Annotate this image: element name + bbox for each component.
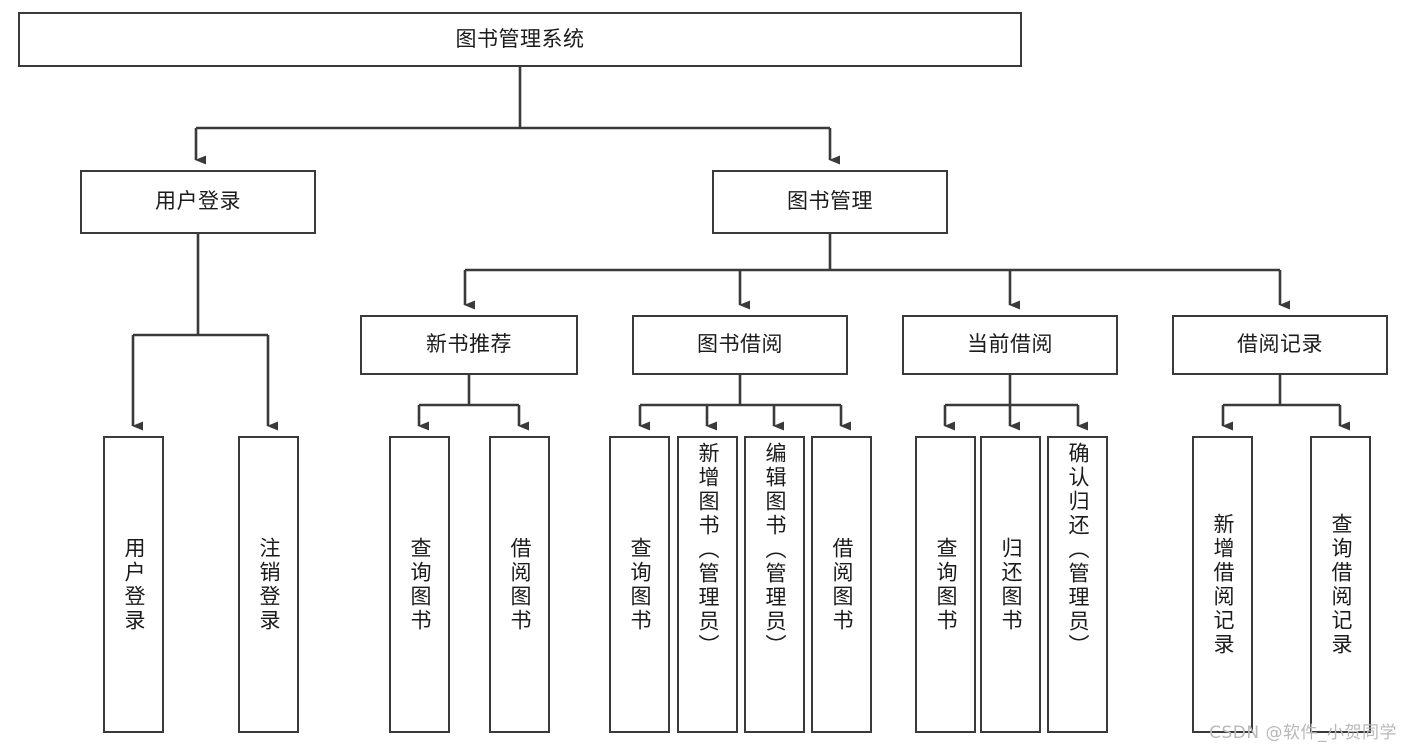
- node-label: 图书借阅: [697, 332, 783, 357]
- node-label: 借阅图书: [507, 536, 532, 633]
- node-book-borrow[interactable]: 图书借阅: [632, 315, 848, 375]
- leaf-borrow-borrow-book[interactable]: 借阅图书: [811, 436, 872, 733]
- leaf-new-book-query-book[interactable]: 查询图书: [389, 436, 450, 733]
- node-new-book-recommend[interactable]: 新书推荐: [360, 315, 578, 375]
- node-label: 查询借阅记录: [1328, 512, 1353, 657]
- node-label: 注销登录: [256, 536, 281, 633]
- leaf-borrow-add-book-admin[interactable]: 新增图书（管理员）: [677, 436, 738, 733]
- node-label: 查询图书: [933, 536, 958, 633]
- node-book-management[interactable]: 图书管理: [712, 170, 948, 234]
- leaf-record-add-borrow-record[interactable]: 新增借阅记录: [1192, 436, 1253, 733]
- leaf-new-book-borrow-book[interactable]: 借阅图书: [489, 436, 550, 733]
- node-label: 查询图书: [407, 536, 432, 633]
- watermark: CSDN @软件_小贺同学: [1209, 723, 1397, 743]
- node-label: 归还图书: [998, 536, 1023, 633]
- node-label: 用户登录: [155, 189, 241, 214]
- node-label: 当前借阅: [967, 332, 1053, 357]
- leaf-user-login-login[interactable]: 用户登录: [103, 436, 164, 733]
- node-borrow-record[interactable]: 借阅记录: [1172, 315, 1388, 375]
- node-label: 借阅记录: [1237, 332, 1323, 357]
- node-label: 新书推荐: [426, 332, 512, 357]
- node-label: 确认归还（管理员）: [1065, 442, 1090, 658]
- leaf-record-query-borrow-record[interactable]: 查询借阅记录: [1310, 436, 1371, 733]
- node-label: 借阅图书: [829, 536, 854, 633]
- leaf-current-confirm-return-admin[interactable]: 确认归还（管理员）: [1047, 436, 1108, 733]
- node-user-login[interactable]: 用户登录: [80, 170, 316, 234]
- node-label: 新增图书（管理员）: [695, 442, 720, 658]
- node-label: 编辑图书（管理员）: [762, 442, 787, 658]
- leaf-user-login-logout[interactable]: 注销登录: [238, 436, 299, 733]
- node-label: 查询图书: [627, 536, 652, 633]
- leaf-borrow-edit-book-admin[interactable]: 编辑图书（管理员）: [744, 436, 805, 733]
- node-current-borrow[interactable]: 当前借阅: [902, 315, 1118, 375]
- node-label: 图书管理系统: [455, 26, 585, 51]
- leaf-current-query-book[interactable]: 查询图书: [915, 436, 976, 733]
- node-label: 用户登录: [121, 536, 146, 633]
- node-label: 新增借阅记录: [1210, 512, 1235, 657]
- node-label: 图书管理: [787, 189, 873, 214]
- node-root-book-management-system[interactable]: 图书管理系统: [18, 12, 1022, 67]
- leaf-current-return-book[interactable]: 归还图书: [980, 436, 1041, 733]
- leaf-borrow-query-book[interactable]: 查询图书: [609, 436, 670, 733]
